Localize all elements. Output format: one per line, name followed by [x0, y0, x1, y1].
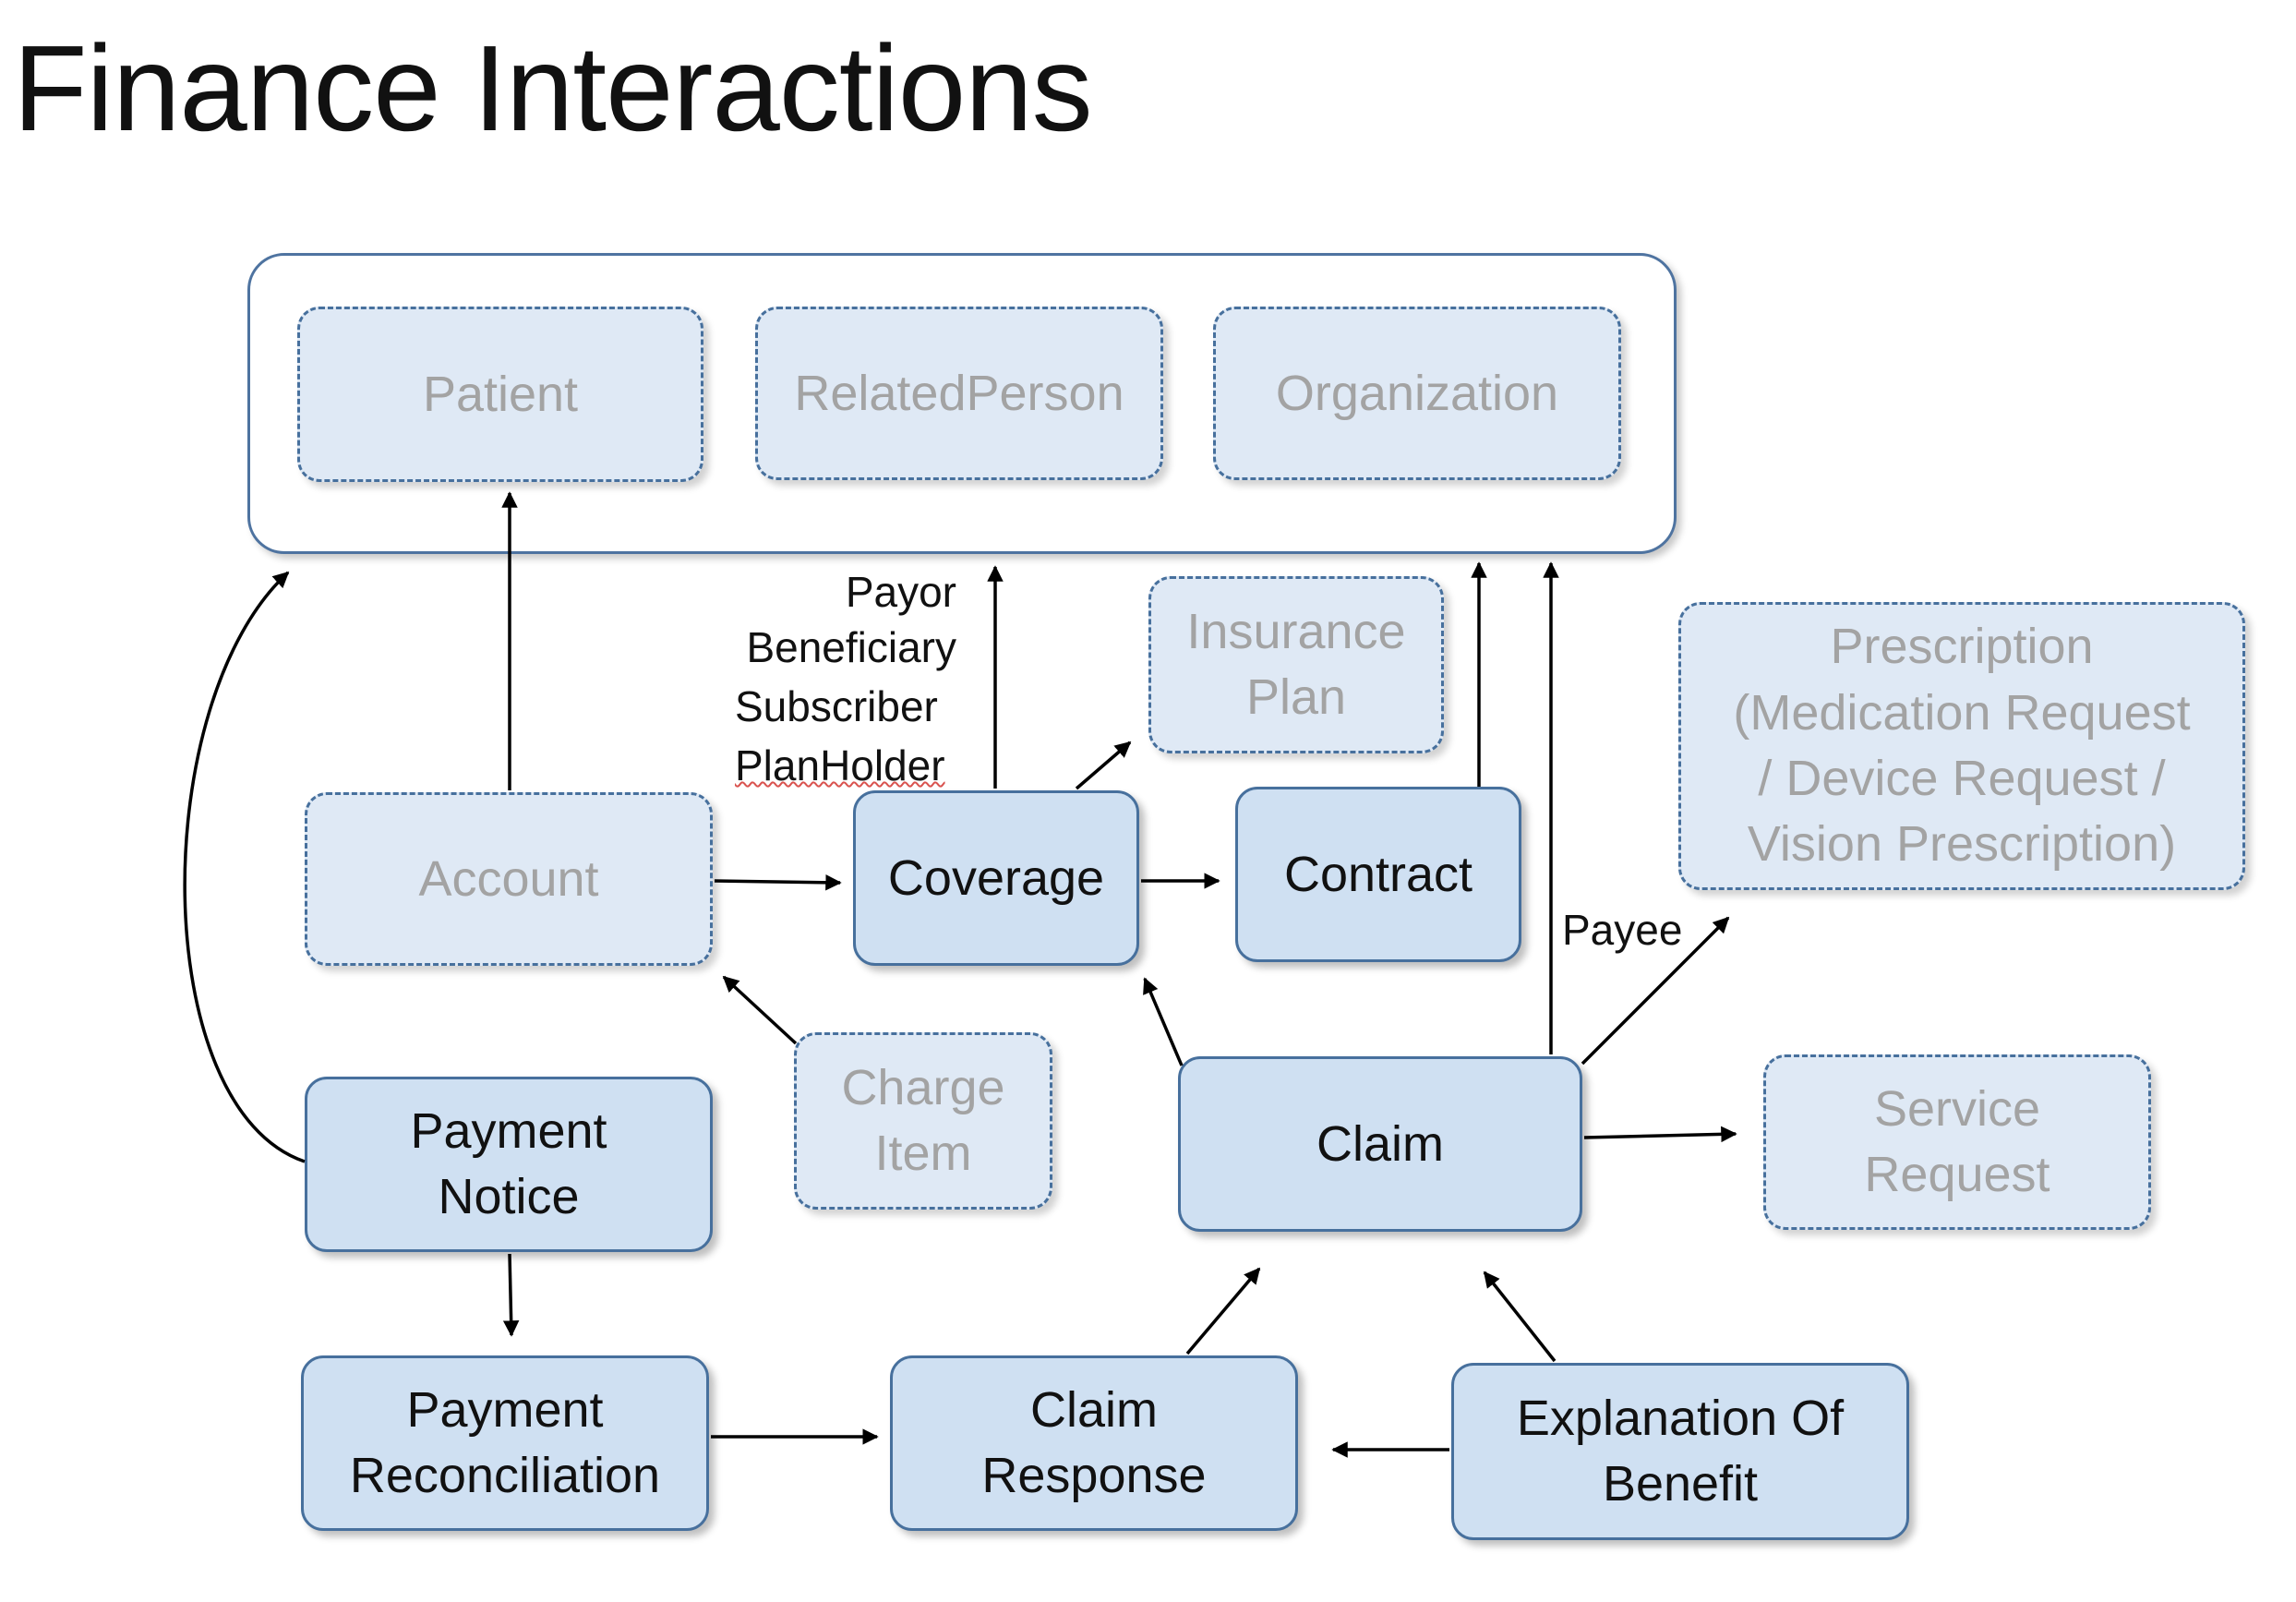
- charge-item-box[interactable]: Charge Item: [794, 1032, 1052, 1210]
- beneficiary-label: Beneficiary: [746, 623, 956, 671]
- organization-box[interactable]: Organization: [1213, 307, 1621, 480]
- coverage-box[interactable]: Coverage: [853, 790, 1139, 966]
- prescription-line-1: Prescription: [1830, 619, 2094, 675]
- payment-reconciliation-line-1: Payment: [406, 1381, 604, 1438]
- service-request-line-1: Service: [1873, 1080, 2041, 1137]
- organization-label: Organization: [1275, 365, 1559, 421]
- payment-notice-box[interactable]: Payment Notice: [305, 1077, 713, 1252]
- insurance-plan-line-1: Insurance: [1186, 603, 1406, 659]
- payor-label: Payor: [845, 568, 956, 616]
- explanation-of-benefit-line-1: Explanation Of: [1516, 1390, 1845, 1446]
- charge-item-line-1: Charge: [841, 1059, 1005, 1115]
- account-box[interactable]: Account: [305, 792, 713, 966]
- explanation-of-benefit-line-2: Benefit: [1602, 1456, 1759, 1512]
- contract-box[interactable]: Contract: [1235, 787, 1521, 962]
- patient-label: Patient: [422, 366, 579, 422]
- prescription-box[interactable]: Prescription (Medication Request / Devic…: [1678, 602, 2245, 890]
- patient-box[interactable]: Patient: [297, 307, 703, 482]
- prescription-line-2: (Medication Request: [1733, 684, 2191, 741]
- page-title: Finance Interactions: [13, 20, 1093, 156]
- payment-notice-line-1: Payment: [410, 1102, 607, 1159]
- arrow-claim-to-service-request: [1583, 1126, 1737, 1143]
- service-request-line-2: Request: [1864, 1147, 2050, 1202]
- arrow-claim-to-coverage: [1143, 977, 1184, 1066]
- claim-label: Claim: [1316, 1115, 1444, 1172]
- planholder-label: PlanHolder: [735, 741, 945, 789]
- claim-box[interactable]: Claim: [1178, 1056, 1582, 1232]
- payment-notice-line-2: Notice: [438, 1169, 580, 1224]
- payment-reconciliation-box[interactable]: Payment Reconciliation: [301, 1355, 709, 1531]
- arrow-payment-notice-to-group: [183, 571, 306, 1163]
- payee-label: Payee: [1562, 906, 1683, 954]
- insurance-plan-line-2: Plan: [1245, 669, 1347, 725]
- prescription-line-4: Vision Prescription): [1747, 816, 2177, 873]
- contract-label: Contract: [1283, 846, 1473, 902]
- arrow-chargeitem-to-account: [722, 975, 798, 1045]
- account-label: Account: [418, 850, 599, 907]
- subscriber-label: Subscriber: [735, 682, 938, 730]
- claim-response-line-1: Claim: [1029, 1381, 1158, 1438]
- insurance-plan-box[interactable]: Insurance Plan: [1148, 576, 1444, 753]
- service-request-box[interactable]: Service Request: [1763, 1054, 2151, 1230]
- claim-response-line-2: Response: [981, 1448, 1207, 1503]
- charge-item-line-2: Item: [874, 1126, 972, 1181]
- arrow-coverage-to-insurance-plan: [1075, 741, 1132, 790]
- claim-response-box[interactable]: Claim Response: [890, 1355, 1298, 1531]
- payment-reconciliation-line-2: Reconciliation: [349, 1448, 661, 1503]
- explanation-of-benefit-box[interactable]: Explanation Of Benefit: [1451, 1363, 1909, 1540]
- arrow-payment-notice-to-reconciliation: [502, 1253, 520, 1337]
- related-person-label: RelatedPerson: [794, 365, 1124, 421]
- arrow-claim-response-to-claim: [1185, 1267, 1261, 1355]
- arrow-eob-to-claim: [1483, 1271, 1557, 1363]
- related-person-box[interactable]: RelatedPerson: [755, 307, 1163, 480]
- arrow-account-to-coverage: [714, 874, 842, 891]
- coverage-label: Coverage: [887, 849, 1105, 906]
- prescription-line-3: / Device Request /: [1758, 751, 2166, 806]
